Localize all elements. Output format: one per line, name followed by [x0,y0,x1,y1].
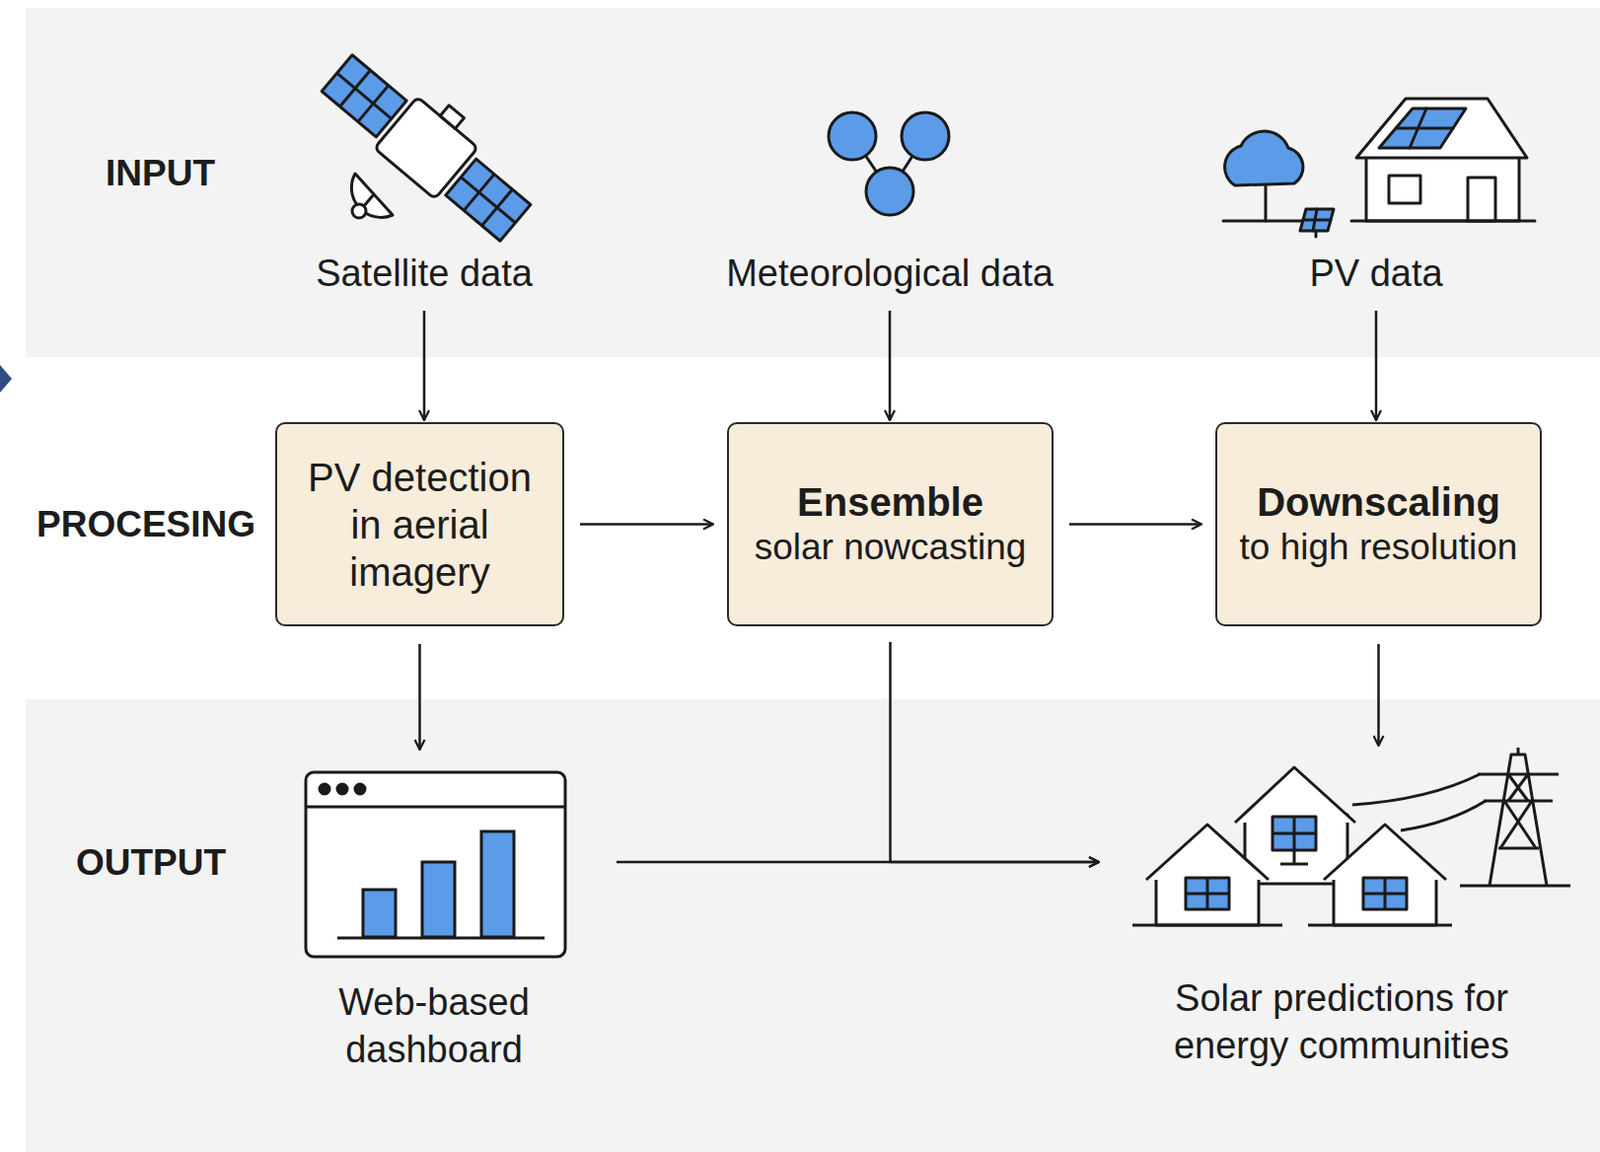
edge-chevron [0,364,12,393]
community-icon-part [1363,877,1407,910]
dashboard-icon-part [337,784,348,795]
dashboard-icon-part [305,805,566,809]
satellite-icon-part-part [439,105,464,130]
house-tree-icon-part [1223,219,1305,223]
node-text: to high resolution [1239,525,1519,570]
community-icon-part [1504,800,1536,849]
house-tree-icon-part [1356,98,1528,158]
network-icon [828,112,949,216]
community-icon-part [1500,800,1532,849]
dashboard-icon-part [422,862,455,938]
house-tree-icon-part [1264,185,1268,221]
dashboard-icon-part [355,784,365,795]
input-source: PV data [1242,54,1510,297]
house-tree-icon-part [1409,108,1427,148]
satellite-icon-part-part [460,177,515,223]
satellite-icon-part-part [374,96,479,200]
community-icon-part [1280,863,1309,867]
input-band [25,7,1600,358]
process-box: PV detection in aerial imagery [275,422,565,627]
house-tree-icon-part [1388,175,1421,204]
dashboard-icon-part [337,937,545,941]
satellite-icon [315,36,546,249]
dashboard-icon-part [363,889,396,938]
network-icon-part [901,112,949,160]
community-icon-part [1272,816,1316,851]
community-icon-part [1400,800,1486,831]
community-icon-part [1508,774,1528,801]
house-tree-icon-part [1303,218,1331,222]
box-heading: Ensemble [797,478,984,526]
satellite-icon-part [351,173,393,218]
output-target: Web-based dashboard [290,759,578,1074]
node-text: solar nowcasting [754,525,1027,570]
house-tree-icon-part [1351,219,1535,223]
community-icon-part [1477,773,1559,777]
community-icon-part [1333,872,1437,926]
community-icon-part [1185,892,1230,896]
box-heading: Downscaling [1256,478,1501,526]
row-label: INPUT [105,151,216,196]
flow-arrow [418,644,422,750]
community-icon-part [1323,824,1447,880]
dashboard-icon [305,772,566,957]
community-icon-part [1459,884,1571,888]
flow-arrow [1377,644,1381,746]
process-box: Ensemblesolar nowcasting [727,422,1054,627]
input-source: Satellite data [295,54,553,297]
flow-arrow [1069,522,1202,526]
output-target: Solar predictions for energy communities [1104,749,1579,1070]
dashboard-icon-part [319,784,330,795]
house-tree-icon-part [1225,131,1304,186]
flow-arrow [1375,310,1379,421]
community-icon-part [1363,892,1407,896]
node-text: Satellite data [300,249,548,297]
dashboard-icon-part [305,772,566,957]
community-icon-part [1293,850,1297,865]
community-icon-part [1508,774,1528,801]
flow-arrow [580,522,714,526]
input-source: Meteorological data [702,54,1078,297]
community-icon [1132,747,1571,926]
process-box: Downscalingto high resolution [1215,422,1542,627]
community-icon-part [1308,924,1453,928]
flow-arrow [890,642,1100,863]
house-tree-icon-part [1366,155,1520,221]
community-icon-part [1272,832,1316,836]
house-tree-icon-part [1314,230,1318,237]
row-label: PROCESING [36,503,256,547]
flow-arrow [423,310,427,421]
row-label: OUTPUT [75,841,226,885]
house-tree-icon [1223,98,1535,237]
satellite-icon-part-part [337,72,392,119]
community-icon-part [1146,824,1269,880]
node-text: Web-based dashboard [295,978,573,1074]
dashboard-icon-part [481,831,514,938]
node-text: PV detection in aerial imagery [295,453,545,596]
community-icon-part [1483,800,1553,803]
node-text: PV data [1247,249,1505,297]
community-icon-part [1517,747,1521,755]
house-tree-icon-part [1379,108,1466,148]
community-icon-part [1235,767,1356,823]
network-icon-part [866,167,914,216]
house-tree-icon-part [1467,177,1496,221]
satellite-icon-part [315,36,546,249]
satellite-icon-part [352,204,366,219]
community-icon-part [1156,872,1259,926]
node-text: Solar predictions for energy communities [1134,974,1549,1070]
node-text: Meteorological data [707,249,1073,297]
flow-arrow [888,310,892,421]
house-tree-icon-part [1300,209,1334,231]
community-icon-part [1185,877,1230,910]
network-icon-part [828,112,876,160]
community-icon-part [1352,774,1480,805]
community-icon-part [1132,924,1283,928]
house-tree-icon-part [1395,127,1454,131]
community-icon-part [1498,847,1539,851]
